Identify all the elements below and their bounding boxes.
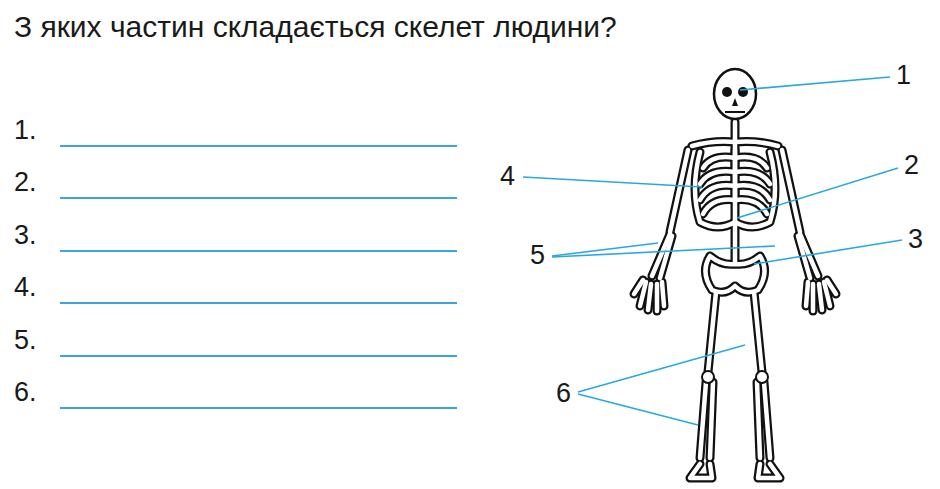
answer-number: 1. xyxy=(14,115,37,146)
answer-number: 2. xyxy=(14,167,37,198)
answer-number: 4. xyxy=(14,272,37,303)
callout-number: 5 xyxy=(530,240,545,271)
answer-number: 5. xyxy=(14,325,37,356)
answer-number: 3. xyxy=(14,220,37,251)
callout-number: 3 xyxy=(908,224,923,255)
callout-number: 1 xyxy=(896,60,911,91)
worksheet-title: З яких частин складається скелет людини? xyxy=(14,10,617,45)
callout-number: 2 xyxy=(904,150,919,181)
callout-number: 4 xyxy=(500,161,515,192)
callout-number: 6 xyxy=(556,378,571,409)
answer-number: 6. xyxy=(14,377,37,408)
